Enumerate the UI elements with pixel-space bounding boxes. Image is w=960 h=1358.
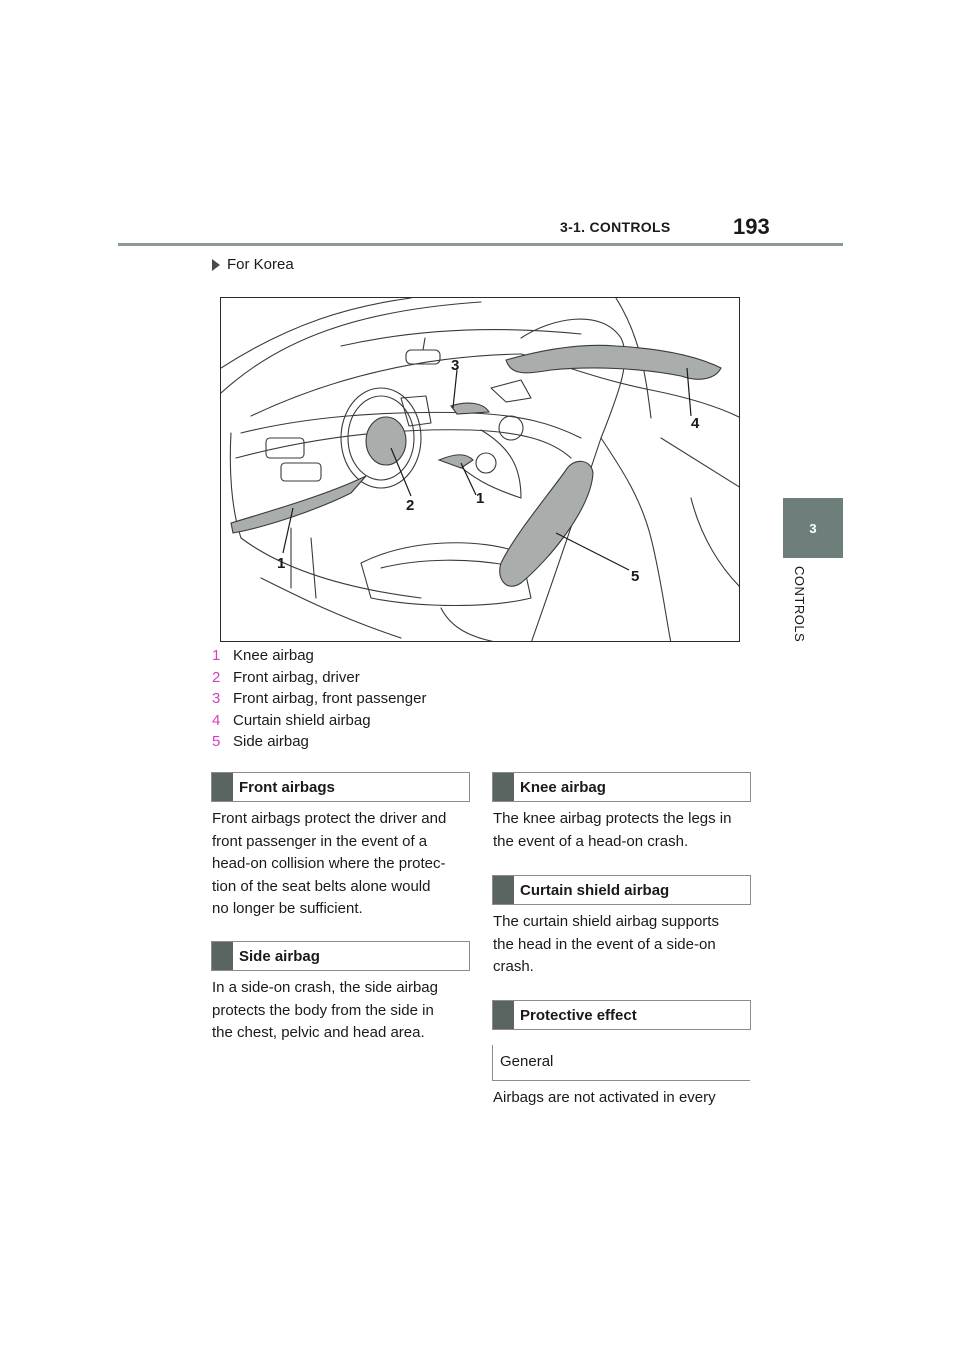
illustration-legend: 1 Knee airbag 2 Front airbag, driver 3 Fron…	[212, 645, 426, 753]
callout-1-right: 1	[476, 490, 484, 507]
legend-number: 1	[212, 647, 221, 664]
knee-airbag-text: The knee airbag protects the legs in the…	[493, 808, 731, 853]
front-airbags-text: Front airbags protect the driver and fro…	[212, 808, 446, 921]
side-airbag-heading: Side airbag	[211, 941, 470, 971]
triangle-bullet-icon	[212, 258, 220, 271]
text-line: The knee airbag protects the legs in	[493, 810, 732, 827]
legend-number: 3	[212, 690, 221, 707]
text-line: the chest, pelvic and head area.	[212, 1024, 425, 1041]
text-line: Airbags are not activated in every	[493, 1089, 716, 1106]
heading-marker	[212, 773, 233, 801]
legend-number: 5	[212, 733, 221, 750]
header-rule	[118, 243, 843, 246]
legend-text: Side airbag	[233, 733, 309, 750]
legend-number: 4	[212, 711, 221, 729]
text-line: In a side-on crash, the side airbag	[212, 979, 438, 996]
side-airbag-text: In a side-on crash, the side airbag prot…	[212, 977, 438, 1045]
heading-marker	[493, 1001, 514, 1029]
legend-item: 1 Knee airbag	[212, 645, 426, 667]
knee-airbag-heading: Knee airbag	[492, 772, 751, 802]
callout-3: 3	[451, 357, 459, 374]
region-note-text: For Korea	[227, 256, 294, 273]
legend-item: 4 Curtain shield airbag	[212, 710, 426, 732]
text-line: crash.	[493, 958, 534, 975]
callout-2: 2	[406, 497, 414, 514]
heading-marker	[493, 876, 514, 904]
protective-effect-text: Airbags are not activated in every	[493, 1087, 716, 1110]
heading-title: Knee airbag	[520, 778, 606, 796]
text-line: the head in the event of a side-on	[493, 935, 716, 953]
text-line: the event of a head-on crash.	[493, 832, 689, 850]
airbag-illustration: 3 4 2 1 1 5	[220, 297, 740, 642]
region-note: For Korea	[212, 256, 294, 273]
curtain-airbag-heading: Curtain shield airbag	[492, 875, 751, 905]
text-line: tion of the seat belts alone would	[212, 877, 431, 895]
curtain-airbag-text: The curtain shield airbag supports the h…	[493, 911, 719, 979]
heading-title: Front airbags	[239, 778, 335, 796]
text-line: front passenger in the event of a	[212, 832, 428, 850]
legend-item: 3 Front airbag, front passenger	[212, 688, 426, 710]
callout-1-left: 1	[277, 555, 285, 572]
chapter-tab[interactable]: 3	[783, 498, 843, 558]
legend-text: Knee airbag	[233, 647, 314, 664]
legend-text: Curtain shield airbag	[233, 711, 371, 729]
page-number: 193	[733, 214, 770, 239]
chapter-label-text: CONTROLS	[792, 566, 807, 643]
general-subheading: General	[492, 1045, 750, 1081]
legend-item: 5 Side airbag	[212, 731, 426, 753]
chapter-label: CONTROLS	[780, 566, 820, 676]
legend-text: Front airbag, driver	[233, 668, 360, 686]
heading-marker	[493, 773, 514, 801]
car-interior-drawing: 3 4 2 1 1 5	[221, 298, 739, 641]
legend-text: Front airbag, front passenger	[233, 690, 427, 707]
callout-5: 5	[631, 568, 639, 585]
text-line: no longer be sufficient.	[212, 900, 363, 917]
callout-4: 4	[691, 415, 700, 432]
front-airbags-heading: Front airbags	[211, 772, 470, 802]
heading-title: Protective effect	[520, 1006, 637, 1024]
heading-title: Curtain shield airbag	[520, 881, 670, 899]
text-line: protects the body from the side in	[212, 1001, 434, 1019]
section-label: 3-1. CONTROLS	[560, 219, 671, 235]
heading-marker	[212, 942, 233, 970]
text-line: head-on collision where the protec-	[212, 855, 446, 872]
legend-number: 2	[212, 668, 221, 686]
protective-effect-heading: Protective effect	[492, 1000, 751, 1030]
heading-title: Side airbag	[239, 947, 320, 965]
text-line: The curtain shield airbag supports	[493, 913, 719, 930]
legend-item: 2 Front airbag, driver	[212, 667, 426, 689]
text-line: Front airbags protect the driver and	[212, 810, 447, 827]
